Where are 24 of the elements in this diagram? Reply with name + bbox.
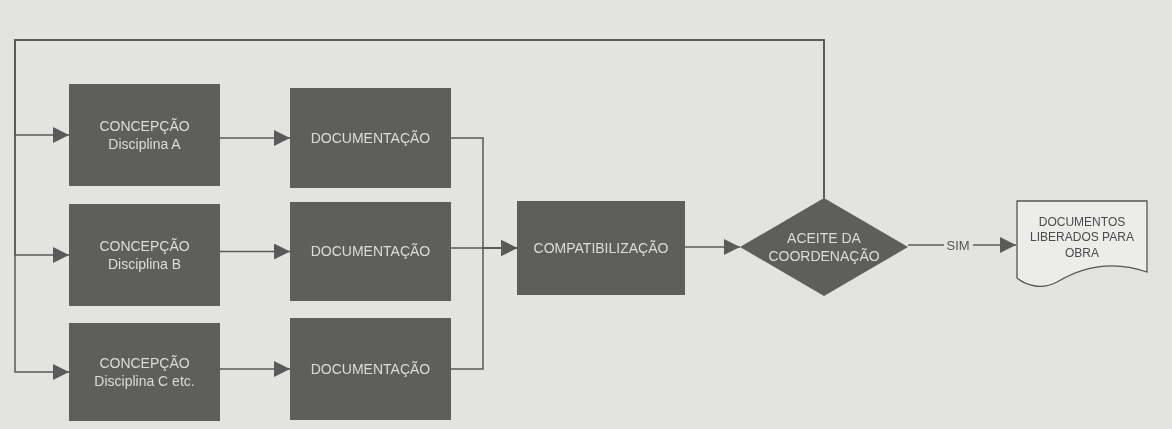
- arrow: [219, 130, 291, 146]
- process-box: [517, 201, 685, 295]
- process-box: [69, 84, 220, 186]
- node-label: COMPATIBILIZAÇÃO: [532, 238, 670, 258]
- node-label: DOCUMENTAÇÃO: [309, 359, 432, 379]
- process-box: [290, 318, 451, 420]
- node-label: CONCEPÇÃO Disciplina A: [98, 116, 191, 154]
- node-label: DOCUMENTAÇÃO: [309, 128, 432, 148]
- process-box: [290, 88, 451, 188]
- decision-diamond: [740, 198, 908, 296]
- arrow: [219, 361, 291, 377]
- arrow: [450, 240, 518, 370]
- node-label: DOCUMENTOS LIBERADOS PARA OBRA: [1029, 214, 1135, 262]
- node-label: ACEITE DA COORDENAÇÃO: [767, 228, 881, 266]
- process-box: [69, 204, 220, 306]
- arrow: [219, 243, 291, 260]
- arrow: [14, 39, 825, 380]
- node-label: CONCEPÇÃO Disciplina B: [98, 236, 191, 274]
- process-box: [290, 202, 451, 301]
- arrow: [684, 239, 741, 255]
- node-label: CONCEPÇÃO Disciplina C etc.: [93, 353, 196, 391]
- process-box: [69, 323, 220, 421]
- node-label: DOCUMENTAÇÃO: [309, 242, 432, 261]
- document-shape: [1016, 200, 1148, 290]
